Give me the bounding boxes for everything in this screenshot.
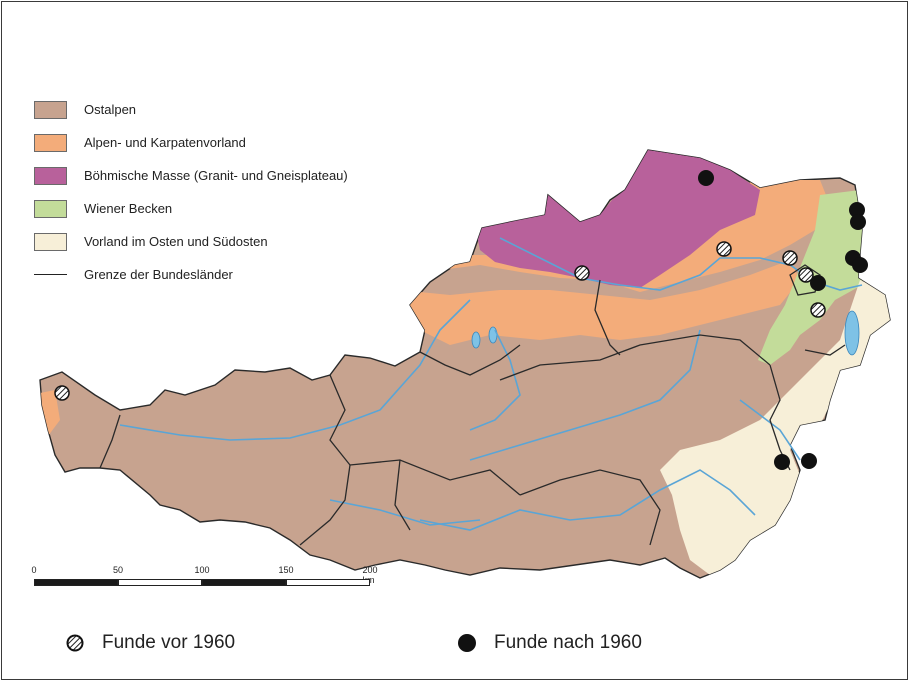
scale-segment	[202, 579, 286, 586]
boundary-salzburg-kaernten	[349, 459, 521, 496]
legend-label: Böhmische Masse (Granit- und Gneisplatea…	[84, 168, 348, 183]
legend-swatch	[34, 199, 67, 218]
lake-neusiedl	[844, 310, 860, 356]
find-after-marker	[698, 170, 714, 186]
legend-label: Ostalpen	[84, 102, 137, 117]
find-before-marker	[810, 302, 826, 318]
legend-item-wiener: Wiener Becken	[34, 192, 454, 225]
scale-segment	[118, 579, 202, 586]
legend-swatch	[34, 133, 67, 152]
legend-label: Vorland im Osten und Südosten	[84, 234, 268, 249]
finds-before-label: Funde vor 1960	[102, 632, 236, 653]
scale-tick-label: 50	[112, 565, 124, 575]
finds-after-legend: Funde nach 1960	[458, 632, 642, 654]
find-before-marker	[54, 385, 70, 401]
enns-river	[469, 329, 701, 461]
state-boundaries	[99, 264, 846, 546]
boehmische-masse-region	[475, 150, 760, 288]
scale-tick-label: 150	[278, 565, 294, 575]
legend-swatch	[34, 166, 67, 185]
find-before-marker	[798, 267, 814, 283]
scale-segment	[286, 579, 370, 586]
legend-swatch	[34, 232, 67, 251]
find-after-marker	[850, 214, 866, 230]
boundary-kaernten-stmk	[519, 469, 661, 546]
scale-segment	[34, 579, 118, 586]
legend-label: Wiener Becken	[84, 201, 173, 216]
legend-item-osten: Vorland im Osten und Südosten	[34, 225, 454, 258]
find-after-marker	[852, 257, 868, 273]
lake-attersee	[471, 331, 481, 349]
scale-tick-label: 100	[194, 565, 210, 575]
salzach-river	[469, 329, 521, 431]
boundary-ooe-stmk	[499, 334, 771, 381]
drau-river	[329, 499, 481, 526]
boundary-tirol-east	[394, 459, 411, 531]
map-legend: Ostalpen Alpen- und Karpatenvorland Böhm…	[34, 93, 454, 291]
find-after-marker	[801, 453, 817, 469]
finds-after-1960	[698, 170, 868, 470]
find-before-marker	[574, 265, 590, 281]
find-after-marker	[774, 454, 790, 470]
legend-label: Grenze der Bundesländer	[84, 267, 233, 282]
boundary-line-swatch	[34, 274, 67, 275]
legend-swatch	[34, 100, 67, 119]
boundary-noe-bgld	[804, 344, 846, 356]
finds-legend: Funde vor 1960 Funde nach 1960	[0, 632, 911, 662]
alpen-karpatenvorland-region	[40, 180, 830, 440]
finds-before-legend: Funde vor 1960	[66, 632, 235, 654]
scale-bar: 0 50 100 150 200 km	[31, 565, 378, 595]
finds-before-1960	[54, 241, 826, 401]
filled-circle-icon	[458, 634, 476, 652]
boundary-salzburg-ooe	[419, 344, 521, 376]
inn-river	[119, 299, 471, 441]
boundary-ooe-noe	[594, 279, 621, 356]
legend-label: Alpen- und Karpatenvorland	[84, 135, 246, 150]
hatched-circle-icon	[66, 634, 84, 652]
find-before-marker	[782, 250, 798, 266]
legend-item-boundary: Grenze der Bundesländer	[34, 258, 454, 291]
mur-river	[419, 469, 756, 531]
finds-after-label: Funde nach 1960	[494, 632, 642, 653]
raab-river	[739, 399, 801, 461]
boundary-vorarlberg-tirol	[99, 414, 121, 469]
find-after-marker	[849, 202, 865, 218]
find-after-marker	[810, 275, 826, 291]
find-before-marker	[716, 241, 732, 257]
lake-traunsee	[488, 326, 498, 344]
legend-item-vorland: Alpen- und Karpatenvorland	[34, 126, 454, 159]
legend-item-boehmische: Böhmische Masse (Granit- und Gneisplatea…	[34, 159, 454, 192]
legend-item-ostalpen: Ostalpen	[34, 93, 454, 126]
scale-tick-label: 0	[31, 565, 37, 575]
